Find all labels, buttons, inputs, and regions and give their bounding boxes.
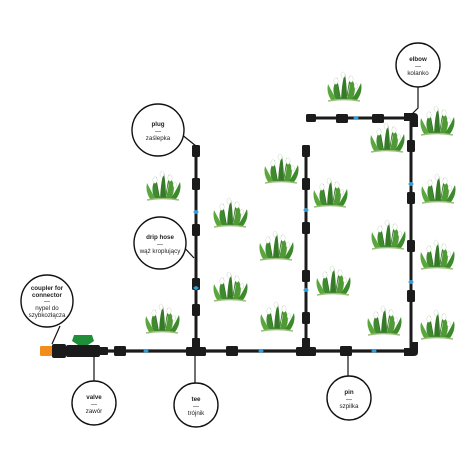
callout-leaders [51,82,419,383]
callout-pin-circle [326,375,372,421]
label-tee-pl: trójnik [188,410,205,417]
valve-assembly [40,335,108,358]
label-drip-pl: wąż kroplujący [139,248,181,255]
label-sep: — [91,402,97,408]
label-elbow-en: elbow [409,56,427,63]
coupler-fitting [114,346,126,356]
label-coupler-pl-2: szybkozłącza [29,312,66,319]
callout-text-drip: drip hose — wąż kroplujący [139,234,181,255]
plug-fitting [302,145,310,157]
callout-elbow-circle [395,42,441,88]
callout-coupler-circle [20,274,74,328]
valve-handle [72,335,94,345]
label-plug-pl: zaślepka [146,135,171,142]
plug-fitting [306,114,316,122]
label-sep: — [415,64,421,70]
elbow-fitting [404,113,418,127]
label-coupler-en-2: connector [32,292,63,299]
callout-text-plug: plug — zaślepka [146,121,171,142]
coupler-fitting [340,346,352,356]
label-valve-en: valve [86,394,102,401]
callout-drip-circle [133,216,187,270]
label-pin-en: pin [344,389,353,396]
label-sep: — [193,404,199,410]
label-plug-en: plug [151,121,164,128]
label-drip-en: drip hose [146,234,174,241]
callout-text-pin: pin — szpilka [340,389,359,410]
plug-fitting [192,145,200,157]
fittings [114,113,418,356]
callout-tee-circle [173,382,219,428]
label-tee-en: tee [192,396,202,403]
callout-text-elbow: elbow — kolanko [407,56,429,77]
callout-plug-circle [131,103,185,157]
elbow-fitting [404,342,418,356]
tee-fitting [302,338,310,350]
label-sep: — [346,397,352,403]
label-sep: — [155,129,161,135]
label-elbow-pl: kolanko [407,70,429,77]
coupler-fitting [226,346,238,356]
label-valve-pl: zawór [86,408,103,415]
callout-text-coupler: coupler for connector — nypel do szybkoz… [29,285,66,319]
connector-nipple [40,346,54,356]
label-sep: — [44,299,50,305]
label-coupler-pl-1: nypel do [35,305,59,312]
callout-valve-circle [71,380,117,426]
pipe-network [62,116,414,353]
label-pin-pl: szpilka [340,403,359,410]
callout-text-valve: valve — zawór [86,394,103,415]
tee-fitting [192,338,200,350]
label-coupler-en-1: coupler for [31,285,64,292]
tee-fitting [296,347,316,356]
callout-text-tee: tee — trójnik [188,396,205,417]
callouts [20,42,441,428]
tee-fitting [186,347,206,356]
label-sep: — [157,242,163,248]
